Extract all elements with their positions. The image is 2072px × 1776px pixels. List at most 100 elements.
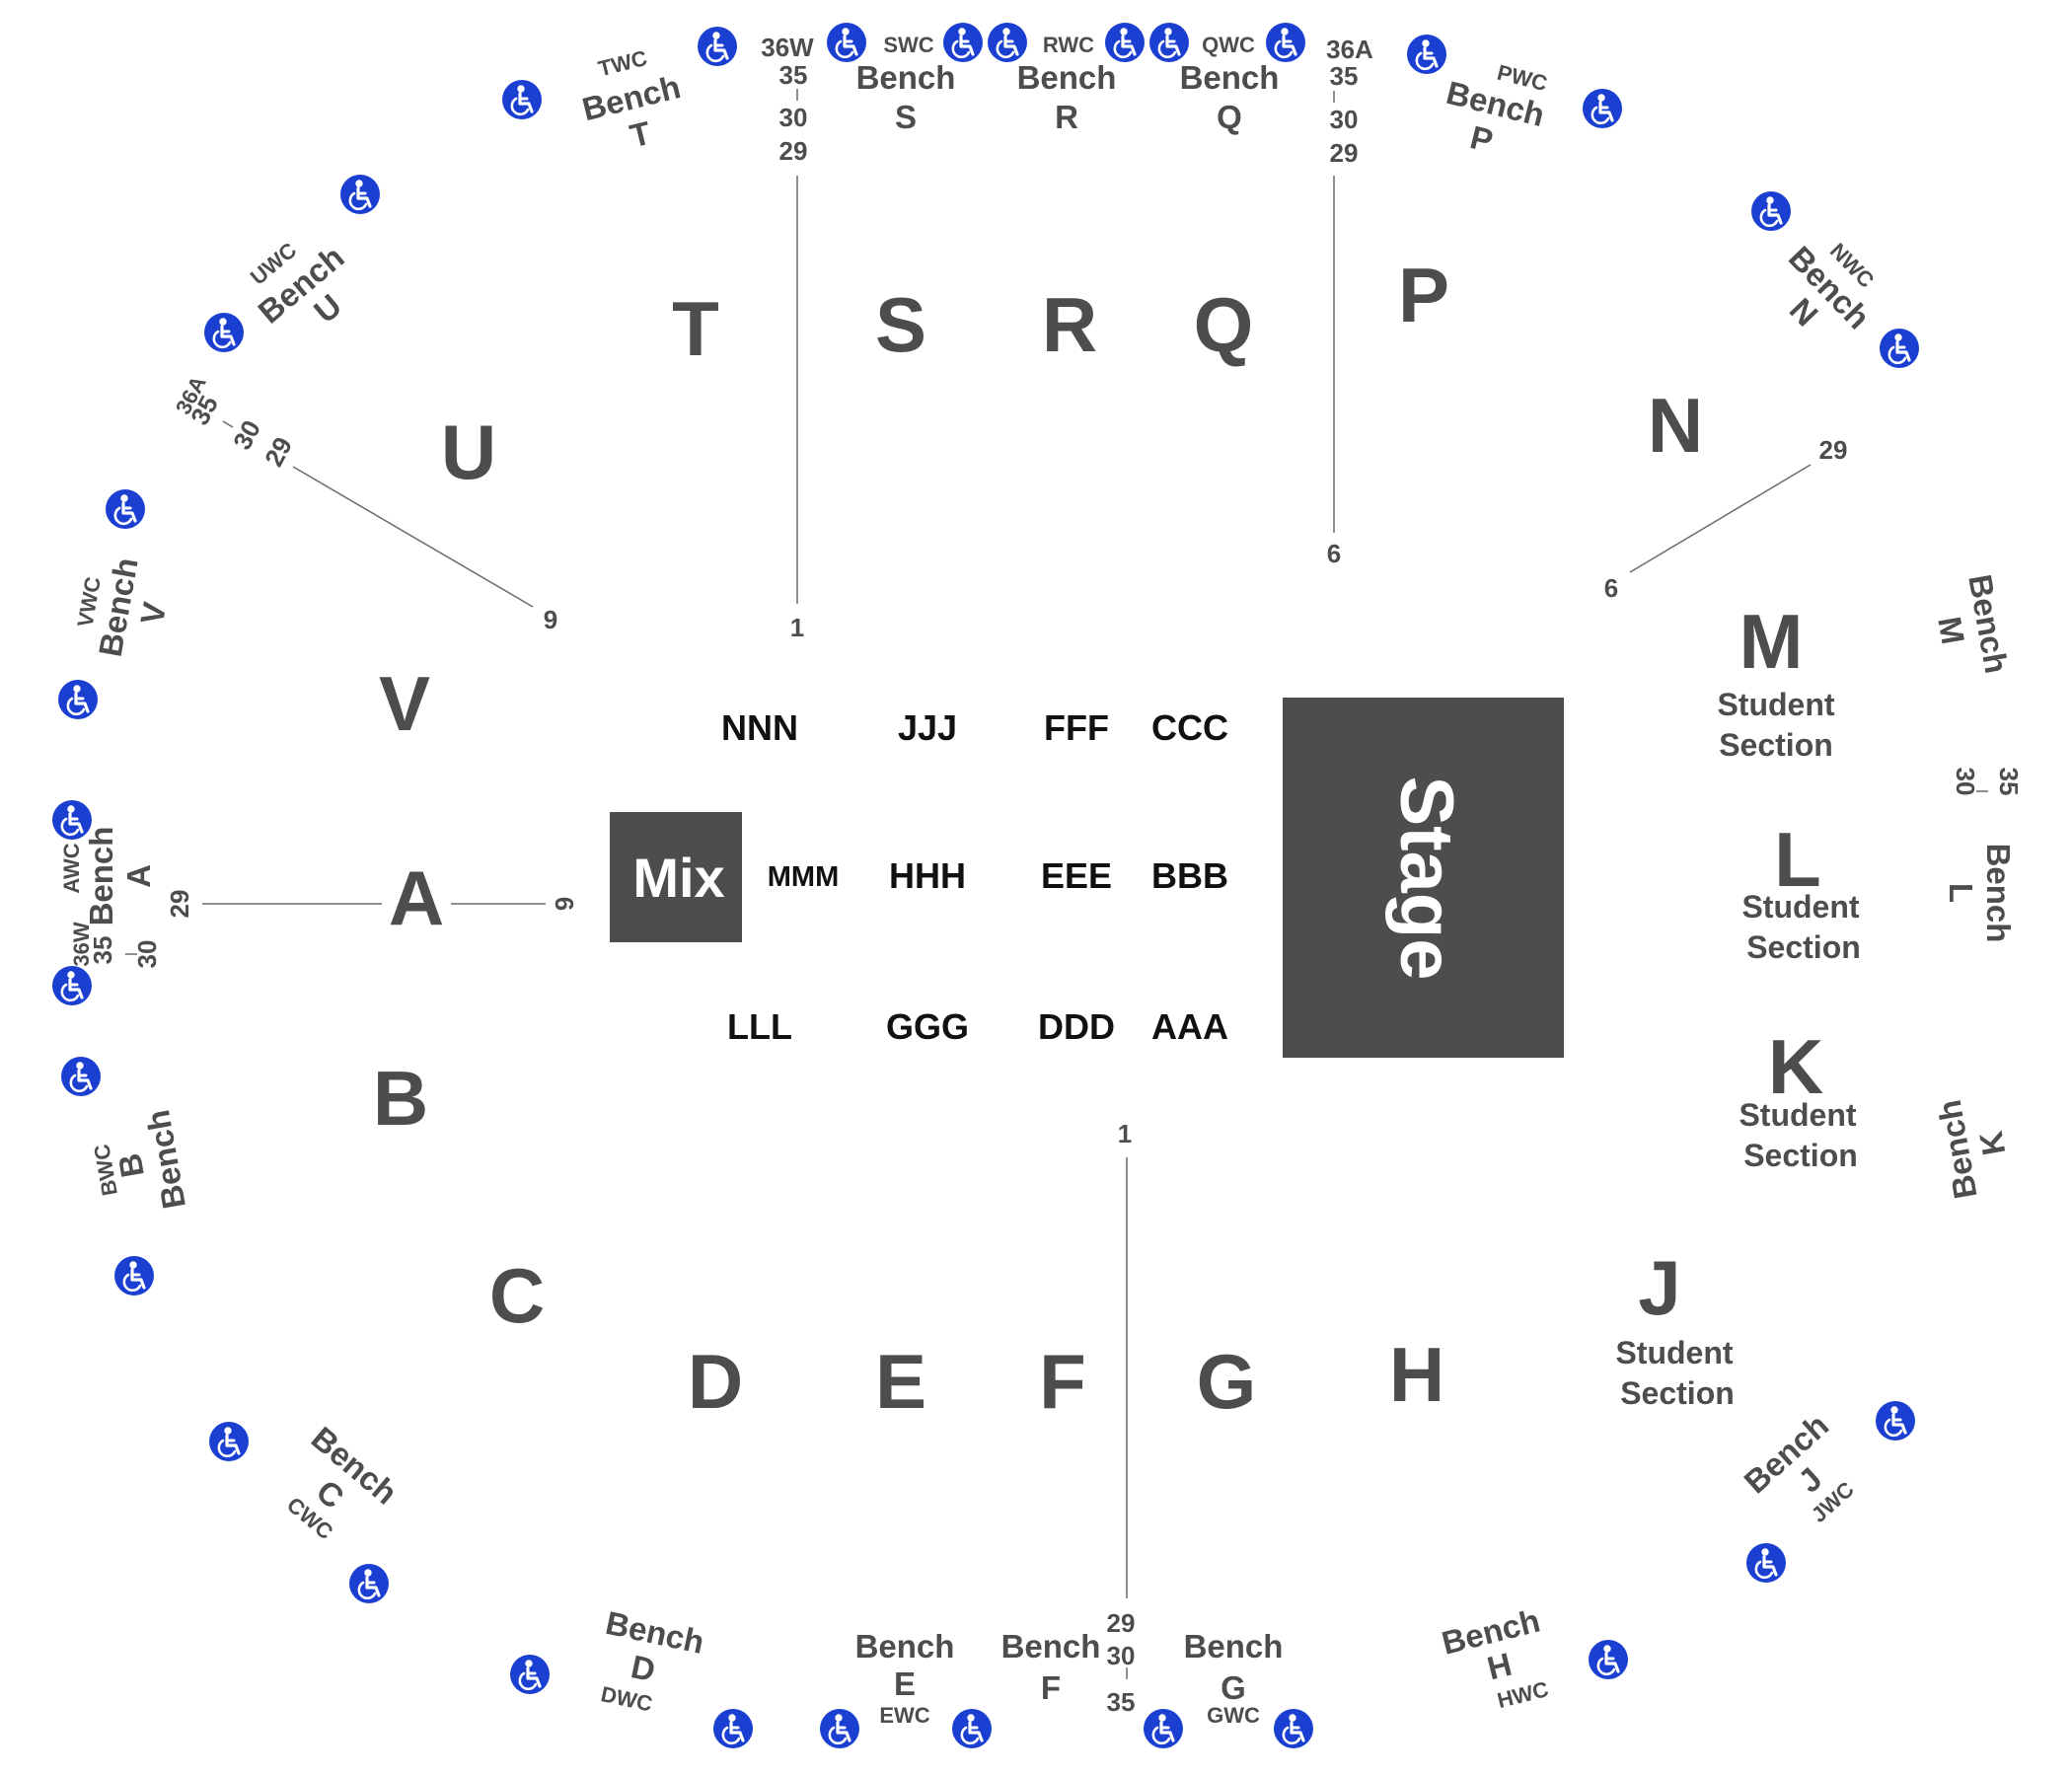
mix-label: Mix bbox=[632, 847, 724, 909]
wheelchair-icon[interactable] bbox=[1878, 327, 1921, 370]
student-label-M-2: Section bbox=[1719, 727, 1833, 763]
bench-label: Bench bbox=[1017, 59, 1117, 96]
section-F[interactable]: F bbox=[1039, 1338, 1086, 1425]
wheelchair-icon[interactable] bbox=[825, 21, 868, 64]
section-M[interactable]: M bbox=[1739, 598, 1804, 685]
section-Q[interactable]: Q bbox=[1194, 281, 1254, 368]
section-B[interactable]: B bbox=[373, 1055, 428, 1142]
section-C[interactable]: C bbox=[489, 1252, 545, 1339]
floor-BBB[interactable]: BBB bbox=[1151, 855, 1228, 896]
bench-K[interactable]: Bench K bbox=[1931, 1091, 2019, 1202]
wheelchair-icon[interactable] bbox=[1103, 21, 1147, 64]
wheelchair-icon[interactable] bbox=[50, 964, 94, 1007]
wheelchair-icon[interactable] bbox=[1405, 33, 1448, 76]
floor-MMM[interactable]: MMM bbox=[768, 861, 839, 893]
wheelchair-icon[interactable] bbox=[207, 1420, 251, 1463]
floor-FFF[interactable]: FFF bbox=[1044, 707, 1109, 748]
stage[interactable] bbox=[1283, 698, 1564, 1058]
wheelchair-icon[interactable] bbox=[950, 1707, 994, 1750]
row-label: 1 bbox=[790, 613, 804, 642]
floor-NNN[interactable]: NNN bbox=[721, 707, 798, 748]
bench-S[interactable]: SWC Bench S bbox=[856, 33, 956, 135]
row-label: 30 bbox=[227, 415, 266, 455]
wheelchair-icon[interactable] bbox=[50, 798, 94, 842]
wheelchair-icon[interactable] bbox=[104, 487, 147, 531]
row-label: 30 bbox=[779, 103, 808, 132]
wheelchair-icon[interactable] bbox=[1581, 87, 1624, 130]
bench-J[interactable]: Bench J JWC bbox=[1737, 1407, 1876, 1546]
bench-D[interactable]: Bench D DWC bbox=[589, 1604, 707, 1725]
floor-DDD[interactable]: DDD bbox=[1038, 1006, 1115, 1047]
wheelchair-icon[interactable] bbox=[696, 25, 739, 68]
wheelchair-icon[interactable] bbox=[711, 1707, 755, 1750]
bench-U[interactable]: UWC Bench U bbox=[234, 217, 374, 357]
floor-AAA[interactable]: AAA bbox=[1151, 1006, 1228, 1047]
wheelchair-icon[interactable] bbox=[202, 311, 246, 354]
bench-F[interactable]: Bench F bbox=[1001, 1628, 1101, 1706]
row-label: 35 bbox=[779, 60, 808, 90]
wheelchair-icon[interactable] bbox=[1147, 21, 1191, 64]
bench-V[interactable]: VWC Bench V bbox=[68, 551, 180, 665]
floor-LLL[interactable]: LLL bbox=[727, 1006, 792, 1047]
wheelchair-icon[interactable] bbox=[347, 1562, 391, 1605]
floor-JJJ[interactable]: JJJ bbox=[898, 707, 957, 748]
wheelchair-icon[interactable] bbox=[941, 21, 985, 64]
wheelchair-icon[interactable] bbox=[986, 21, 1029, 64]
wheelchair-icon[interactable] bbox=[1749, 189, 1793, 233]
wheelchair-icon[interactable] bbox=[338, 173, 382, 216]
bench-C[interactable]: Bench C CWC bbox=[264, 1420, 405, 1560]
bench-E[interactable]: Bench E EWC bbox=[855, 1628, 955, 1728]
section-L[interactable]: L bbox=[1774, 816, 1821, 903]
row-label: 35 bbox=[1107, 1687, 1136, 1717]
bench-B[interactable]: Bench B BWC bbox=[85, 1107, 192, 1221]
bench-L[interactable]: Bench L bbox=[1943, 844, 2017, 943]
wheelchair-icon[interactable] bbox=[112, 1254, 156, 1297]
wheelchair-icon[interactable] bbox=[818, 1707, 861, 1750]
wheelchair-icon[interactable] bbox=[1587, 1638, 1630, 1681]
bench-M[interactable]: Bench M bbox=[1925, 571, 2015, 682]
wheelchair-icon[interactable] bbox=[500, 78, 544, 121]
bench-N[interactable]: NWC Bench N bbox=[1756, 221, 1895, 360]
section-K[interactable]: K bbox=[1768, 1023, 1823, 1110]
bench-label: Bench bbox=[1980, 844, 2017, 943]
aisle-line-u bbox=[292, 466, 534, 608]
section-A[interactable]: A bbox=[389, 854, 444, 941]
bench-Q[interactable]: QWC Bench Q bbox=[1180, 33, 1280, 135]
wheelchair-icon[interactable] bbox=[1874, 1399, 1917, 1443]
floor-EEE[interactable]: EEE bbox=[1041, 855, 1112, 896]
wheelchair-icon[interactable] bbox=[56, 678, 100, 721]
section-V[interactable]: V bbox=[379, 660, 430, 747]
floor-CCC[interactable]: CCC bbox=[1151, 707, 1228, 748]
mix-booth[interactable] bbox=[610, 812, 742, 942]
wheelchair-icon[interactable] bbox=[1264, 21, 1307, 64]
floor-HHH[interactable]: HHH bbox=[889, 855, 966, 896]
section-S[interactable]: S bbox=[875, 281, 926, 368]
bench-A[interactable]: AWC Bench A bbox=[59, 827, 157, 926]
section-G[interactable]: G bbox=[1197, 1338, 1257, 1425]
wheelchair-icon[interactable] bbox=[508, 1653, 552, 1696]
wheelchair-icon[interactable] bbox=[1744, 1541, 1788, 1585]
section-P[interactable]: P bbox=[1398, 252, 1449, 338]
row-label: 36A bbox=[1326, 35, 1373, 64]
bench-G[interactable]: Bench G GWC bbox=[1184, 1628, 1284, 1728]
bench-T[interactable]: TWC Bench T bbox=[571, 39, 693, 164]
bench-letter: H bbox=[1484, 1646, 1516, 1687]
bench-letter: F bbox=[1041, 1669, 1061, 1706]
bench-wc-label: SWC bbox=[883, 33, 933, 57]
wheelchair-icon[interactable] bbox=[59, 1055, 103, 1098]
bench-H[interactable]: Bench H HWC bbox=[1439, 1601, 1559, 1722]
section-E[interactable]: E bbox=[875, 1338, 926, 1425]
section-H[interactable]: H bbox=[1389, 1331, 1444, 1418]
bench-R[interactable]: RWC Bench R bbox=[1017, 33, 1117, 135]
section-J[interactable]: J bbox=[1638, 1244, 1680, 1331]
section-U[interactable]: U bbox=[441, 408, 496, 495]
row-label: 29 bbox=[1107, 1608, 1136, 1638]
section-T[interactable]: T bbox=[672, 285, 719, 372]
wheelchair-icon[interactable] bbox=[1272, 1707, 1315, 1750]
bench-P[interactable]: PWC Bench P bbox=[1434, 49, 1554, 170]
section-N[interactable]: N bbox=[1648, 382, 1703, 469]
wheelchair-icon[interactable] bbox=[1142, 1707, 1185, 1750]
section-D[interactable]: D bbox=[688, 1338, 743, 1425]
section-R[interactable]: R bbox=[1042, 281, 1097, 368]
floor-GGG[interactable]: GGG bbox=[886, 1006, 969, 1047]
